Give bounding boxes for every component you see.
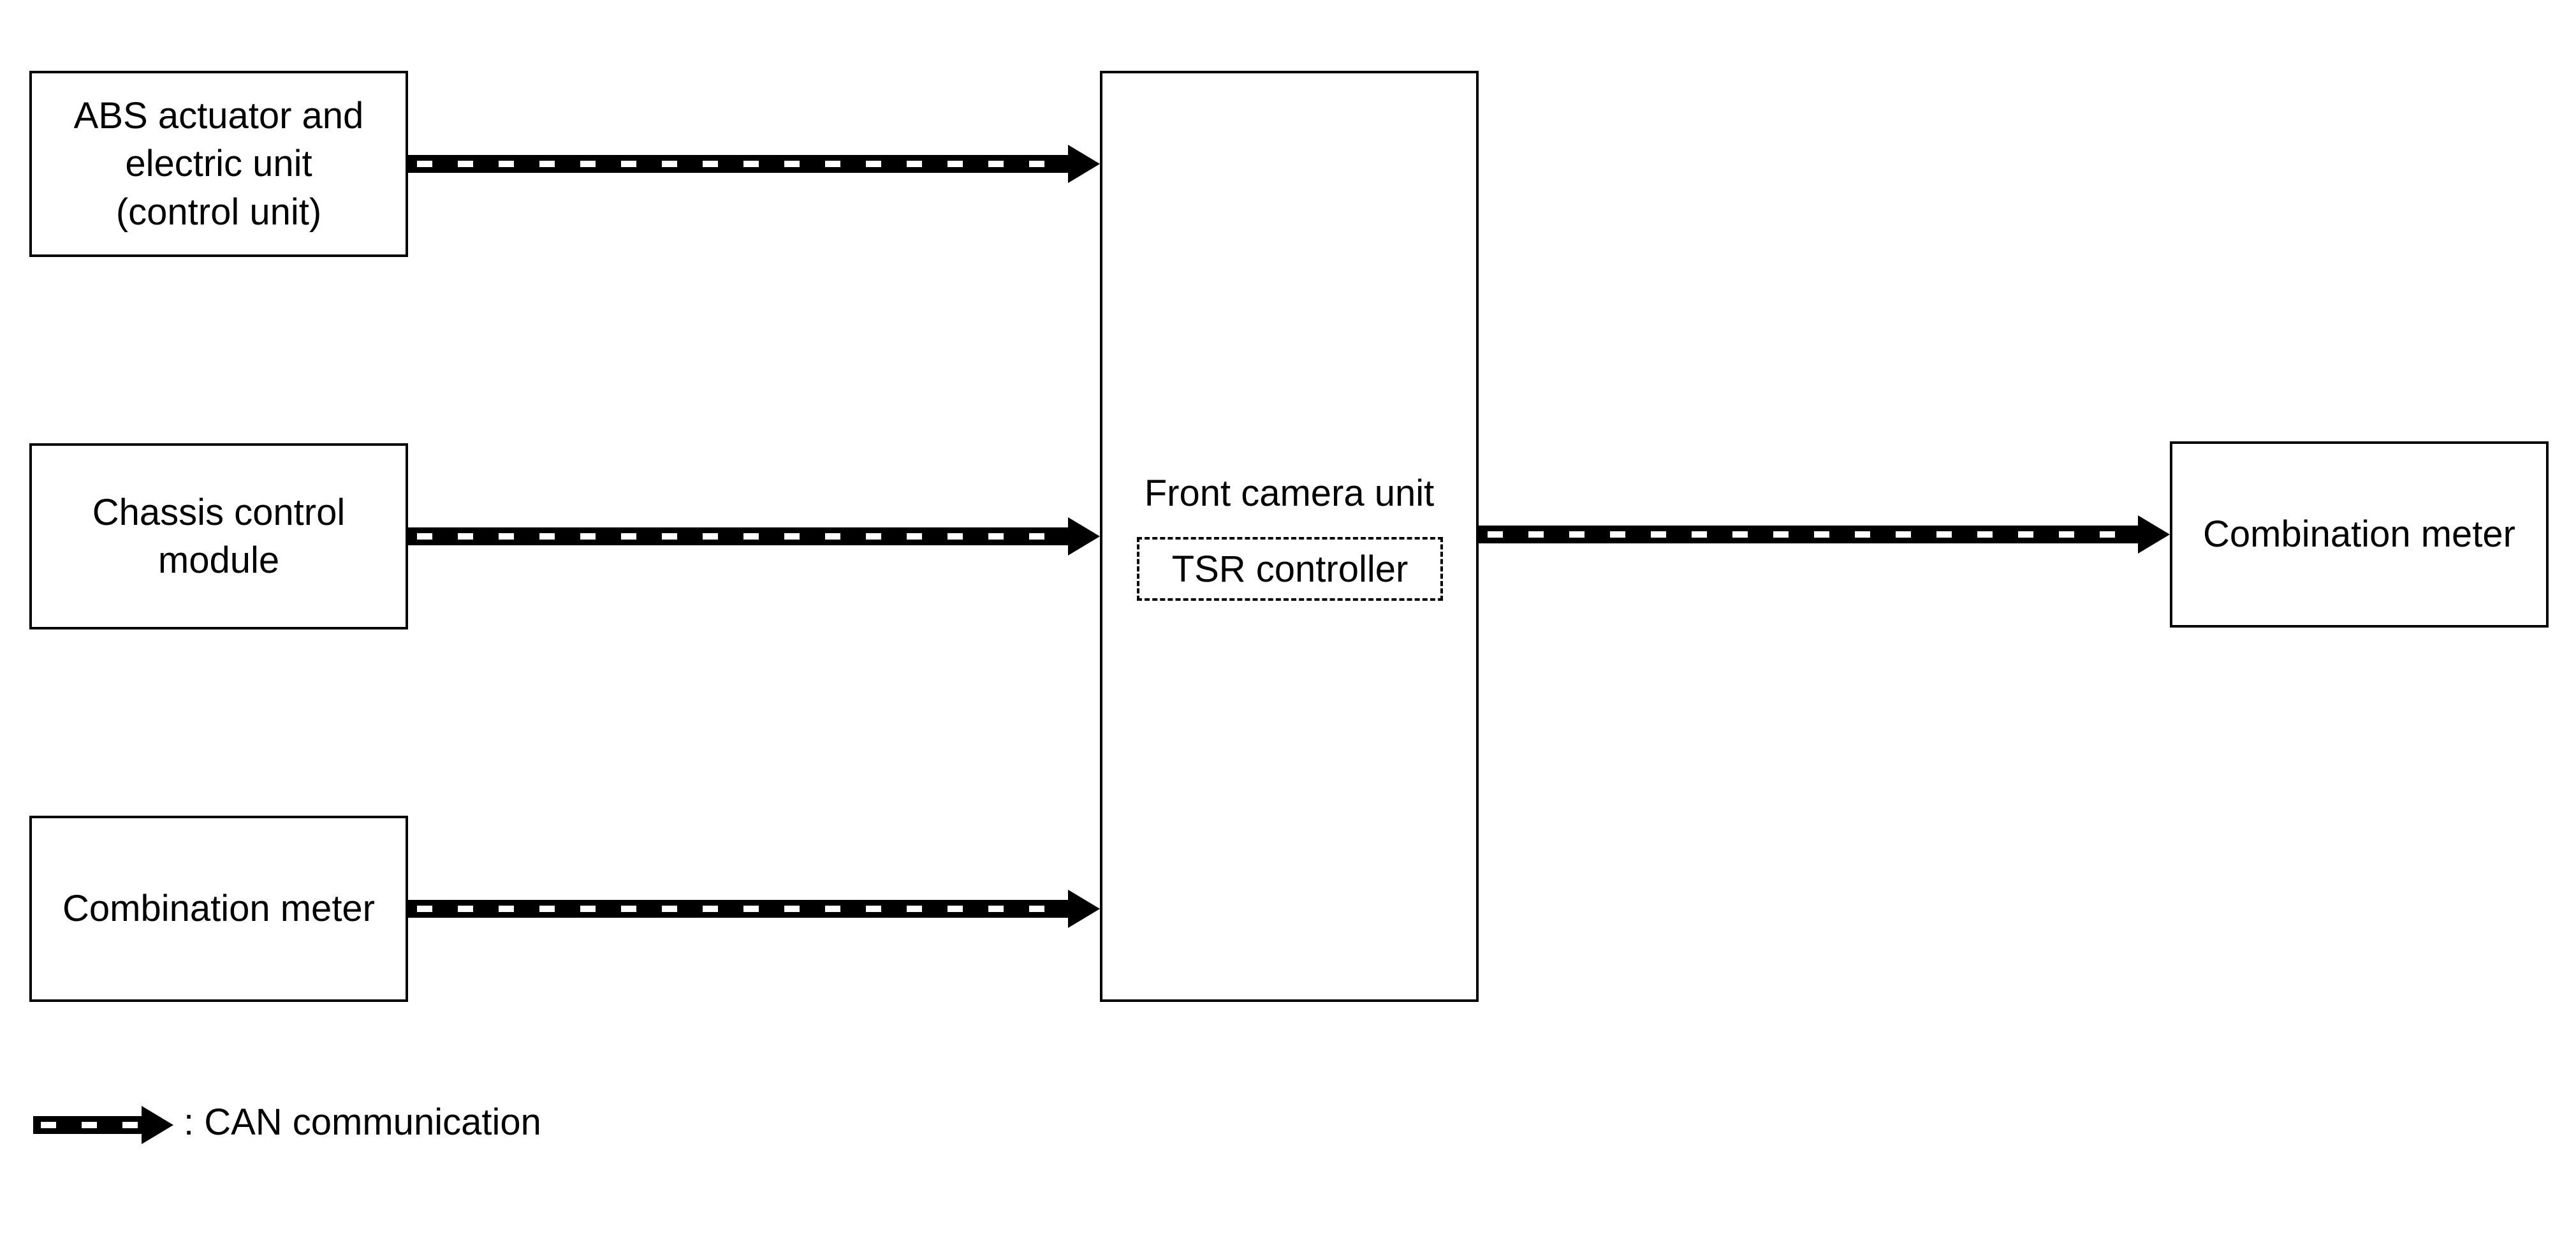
front-camera-unit-box: Front camera unit TSR controller	[1100, 71, 1479, 1002]
abs-actuator-label: ABS actuator and electric unit (control …	[73, 94, 364, 233]
combination-meter-input-box: Combination meter	[29, 816, 408, 1002]
can-arrow-chassis-to-front-camera	[408, 517, 1100, 555]
combination-meter-input-label: Combination meter	[62, 888, 375, 930]
combination-meter-output-box: Combination meter	[2170, 441, 2549, 628]
tsr-controller-box: TSR controller	[1137, 537, 1443, 601]
combination-meter-output-label: Combination meter	[2203, 513, 2515, 555]
can-arrow-meter-to-front-camera	[408, 890, 1100, 928]
can-arrow-front-camera-to-meter	[1479, 515, 2170, 554]
legend-can-arrow-icon	[33, 1106, 173, 1144]
chassis-control-module-box: Chassis control module	[29, 443, 408, 629]
front-camera-unit-label: Front camera unit	[1144, 473, 1435, 514]
tsr-controller-label: TSR controller	[1171, 548, 1409, 590]
can-arrow-abs-to-front-camera	[408, 145, 1100, 183]
chassis-control-module-label: Chassis control module	[92, 491, 346, 581]
legend-can-communication-label: : CAN communication	[184, 1101, 541, 1143]
abs-actuator-box: ABS actuator and electric unit (control …	[29, 71, 408, 257]
